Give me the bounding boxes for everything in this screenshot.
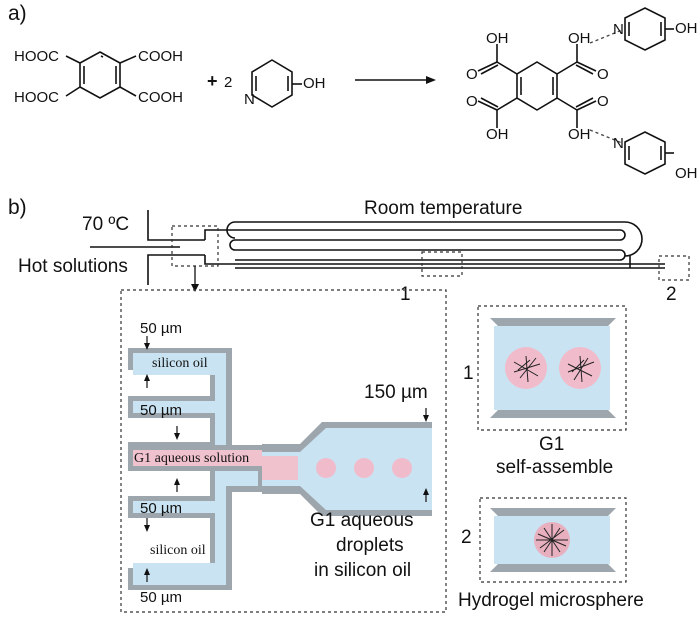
product-bottom-pyridine-oh: OH xyxy=(675,165,698,182)
width-lower-mid: 50 µm xyxy=(140,500,182,517)
droplet-3 xyxy=(392,458,412,478)
width-top-oil: 50 µm xyxy=(140,320,182,337)
hydrogen-bonds xyxy=(589,29,623,144)
product-oh-bottom-left: OH xyxy=(486,126,509,143)
reaction-arrow xyxy=(355,76,436,84)
state1-caption-line1: G1 xyxy=(539,434,565,455)
panel-a-label: a) xyxy=(8,2,27,25)
reactant1-top-right-label: COOH xyxy=(138,48,183,65)
serpentine-tube xyxy=(204,221,665,269)
product-oh-bottom-right: OH xyxy=(568,126,591,143)
plus-sign: + xyxy=(207,71,218,91)
product-structure xyxy=(477,7,674,175)
width-outlet: 150 µm xyxy=(364,382,428,403)
droplets-caption-line1: G1 aqueous xyxy=(310,510,414,531)
zone-1-box xyxy=(421,251,463,277)
product-carbonyl-o-3: O xyxy=(466,93,478,110)
reactant2-nitrogen: N xyxy=(244,91,255,108)
droplets-caption-line3: in silicon oil xyxy=(314,560,412,581)
state1-index: 1 xyxy=(463,363,474,384)
zone-2-marker: 2 xyxy=(666,284,677,305)
product-carbonyl-o-1: O xyxy=(466,66,478,83)
width-arrows xyxy=(144,336,429,582)
state2-channel xyxy=(490,508,616,572)
stoichiometric-coefficient: 2 xyxy=(224,74,233,91)
inlet-zoom-box xyxy=(171,225,219,267)
state1-channel xyxy=(490,318,616,418)
reactant2-hydroxyl: OH xyxy=(303,75,326,92)
silicon-oil-top-label: silicon oil xyxy=(152,356,208,371)
fiber-clusters xyxy=(513,355,595,383)
temperature-label: 70 ºC xyxy=(82,214,130,235)
droplet-2 xyxy=(354,458,374,478)
product-oh-top-left: OH xyxy=(486,30,509,47)
room-temperature-label: Room temperature xyxy=(364,198,523,219)
state2-caption: Hydrogel microsphere xyxy=(458,590,644,611)
droplets-caption-line2: droplets xyxy=(336,535,404,556)
product-carbonyl-o-2: O xyxy=(597,66,609,83)
product-oh-top-right: OH xyxy=(568,30,591,47)
microfluidic-diagram xyxy=(90,210,690,613)
droplet-1 xyxy=(316,458,336,478)
hot-solution-inlet xyxy=(90,210,205,285)
reactant1-bottom-left-label: HOOC xyxy=(14,89,59,106)
g1-solution-label: G1 aqueous solution xyxy=(134,451,250,466)
inset-channels xyxy=(128,348,432,590)
silicon-oil-bottom-label: silicon oil xyxy=(150,543,206,558)
state2-index: 2 xyxy=(461,527,472,548)
hot-solutions-label: Hot solutions xyxy=(18,256,128,277)
pyromellitic-acid-structure xyxy=(65,51,137,99)
product-top-pyridine-oh: OH xyxy=(675,20,698,37)
state2-frame xyxy=(479,497,627,583)
zoom-arrow xyxy=(191,266,199,292)
hydroxypyridine-structure xyxy=(251,59,302,108)
state1-frame xyxy=(477,305,627,431)
reactant1-bottom-right-label: COOH xyxy=(138,89,183,106)
zone-2-box xyxy=(658,255,690,281)
product-top-pyridine-nitrogen: N xyxy=(613,21,624,38)
panel-b-label: b) xyxy=(8,196,27,219)
zone-1-marker: 1 xyxy=(400,284,411,305)
state1-caption-line2: self-assemble xyxy=(496,457,614,478)
self-assembling-droplet-2 xyxy=(559,347,601,389)
inset-frame xyxy=(120,289,447,613)
reaction-scheme xyxy=(65,7,674,175)
product-bottom-pyridine-nitrogen: N xyxy=(613,135,624,152)
reactant1-top-left-label: HOOC xyxy=(14,48,59,65)
width-upper-mid: 50 µm xyxy=(140,402,182,419)
width-bottom-oil: 50 µm xyxy=(140,589,182,606)
product-carbonyl-o-4: O xyxy=(597,93,609,110)
